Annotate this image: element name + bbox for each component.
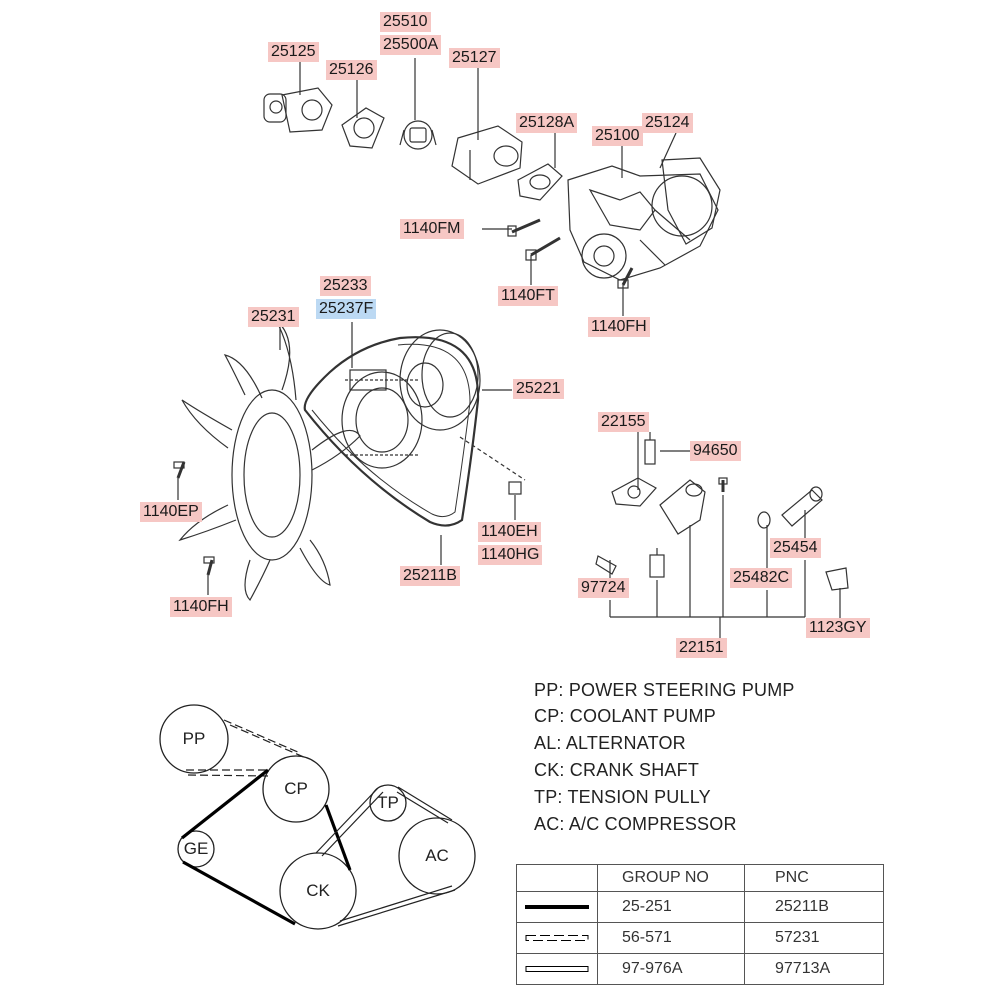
- callout-25127[interactable]: 25127: [449, 48, 500, 68]
- sensor-94650: [644, 432, 656, 465]
- pnc-cell[interactable]: 25211B: [744, 891, 884, 923]
- gasket-25126: [341, 107, 385, 149]
- pulley-label-ck: CK: [306, 881, 330, 900]
- callout-1140FH-top[interactable]: 1140FH: [588, 317, 650, 337]
- pnc-cell[interactable]: 97713A: [744, 953, 884, 985]
- clamp-25482C: [757, 511, 771, 529]
- pulley-label-ge: GE: [183, 839, 209, 858]
- belt-table: GROUP NO PNC 25-251 25211B 56-571 57231 …: [516, 864, 884, 985]
- callout-25128A[interactable]: 25128A: [516, 113, 578, 133]
- bolt-1140EH: [508, 481, 522, 495]
- belt-symbol-solid: [516, 891, 598, 923]
- callout-25126[interactable]: 25126: [326, 60, 377, 80]
- callout-25231[interactable]: 25231: [248, 307, 299, 327]
- legend-cp: CP: COOLANT PUMP: [534, 706, 716, 726]
- pulley-label-tp: TP: [377, 793, 399, 812]
- bolt-1140FH-bottom: [203, 556, 215, 576]
- group-no-cell: 56-571: [597, 922, 745, 954]
- table-row: 56-571 57231: [516, 922, 884, 954]
- callout-1140FH-bottom[interactable]: 1140FH: [170, 597, 232, 617]
- callout-25233[interactable]: 25233: [320, 276, 371, 296]
- callout-25510[interactable]: 25510: [380, 12, 431, 32]
- legend-ac: AC: A/C COMPRESSOR: [534, 814, 737, 834]
- callout-97724[interactable]: 97724: [578, 578, 629, 598]
- pnc-cell[interactable]: 57231: [744, 922, 884, 954]
- legend-al: AL: ALTERNATOR: [534, 733, 686, 753]
- v-belt-25211B: [303, 336, 480, 527]
- callout-1140EP[interactable]: 1140EP: [140, 502, 202, 522]
- belt-symbol-double: [516, 953, 598, 985]
- legend-tp: TP: TENSION PULLY: [534, 787, 711, 807]
- callout-25124[interactable]: 25124: [642, 113, 693, 133]
- callout-1140FM[interactable]: 1140FM: [400, 219, 464, 239]
- bolt-1140-hook: [718, 477, 728, 492]
- table-row: 97-976A 97713A: [516, 953, 884, 985]
- water-pump-25100: [567, 165, 719, 281]
- callout-25454[interactable]: 25454: [770, 538, 821, 558]
- bolt-1123GY: [825, 567, 849, 591]
- callout-25211B[interactable]: 25211B: [400, 566, 460, 586]
- callout-25125[interactable]: 25125: [268, 42, 319, 62]
- bolt-1140FM: [507, 218, 541, 237]
- switch-22151-part: [649, 548, 665, 578]
- thermostat-housing-25125: [263, 87, 333, 133]
- callout-25221[interactable]: 25221: [513, 379, 564, 399]
- callout-25500A[interactable]: 25500A: [380, 35, 442, 55]
- hose-25454: [781, 486, 823, 527]
- belt-symbol-dashed: [516, 922, 598, 954]
- pulley-label-pp: PP: [182, 729, 206, 748]
- bolt-1140EP: [173, 461, 186, 479]
- callout-94650[interactable]: 94650: [690, 441, 741, 461]
- pulley-label-cp: CP: [284, 779, 308, 798]
- belt-table-header: GROUP NO PNC: [516, 864, 884, 892]
- header-line: [516, 864, 598, 892]
- callout-1140EH[interactable]: 1140EH: [478, 522, 541, 542]
- group-no-cell: 25-251: [597, 891, 745, 923]
- legend-ck: CK: CRANK SHAFT: [534, 760, 700, 780]
- legend-pp: PP: POWER STEERING PUMP: [534, 680, 795, 700]
- belt-routing-diagram: [159, 704, 476, 930]
- callout-25482C[interactable]: 25482C: [730, 568, 793, 588]
- sensor-97724: [595, 555, 617, 575]
- callout-25100[interactable]: 25100: [592, 126, 643, 146]
- callout-25237F[interactable]: 25237F: [316, 299, 377, 319]
- header-group-no: GROUP NO: [597, 864, 745, 892]
- cooling-fan-25231: [178, 319, 361, 601]
- group-no-cell: 97-976A: [597, 953, 745, 985]
- gasket-25124: [661, 157, 721, 245]
- thermostat-25500A: [399, 120, 437, 150]
- callout-22155[interactable]: 22155: [598, 412, 649, 432]
- callout-1140HG[interactable]: 1140HG: [478, 545, 543, 565]
- bolt-1140FT: [525, 236, 561, 261]
- pulley-label-ac: AC: [425, 846, 449, 865]
- table-row: 25-251 25211B: [516, 891, 884, 923]
- callout-1140FT[interactable]: 1140FT: [498, 286, 558, 306]
- callout-1123GY[interactable]: 1123GY: [806, 618, 870, 638]
- header-pnc: PNC: [744, 864, 884, 892]
- water-inlet-25127: [451, 125, 523, 185]
- water-outlet-22151: [659, 479, 706, 535]
- gasket-25128A: [517, 163, 563, 201]
- callout-22151[interactable]: 22151: [676, 638, 727, 658]
- bolt-1140FH-top: [617, 267, 634, 289]
- gasket-22155: [611, 477, 657, 507]
- fan-clutch-25237F: [341, 369, 423, 469]
- fan-pulley-25221: [399, 329, 481, 431]
